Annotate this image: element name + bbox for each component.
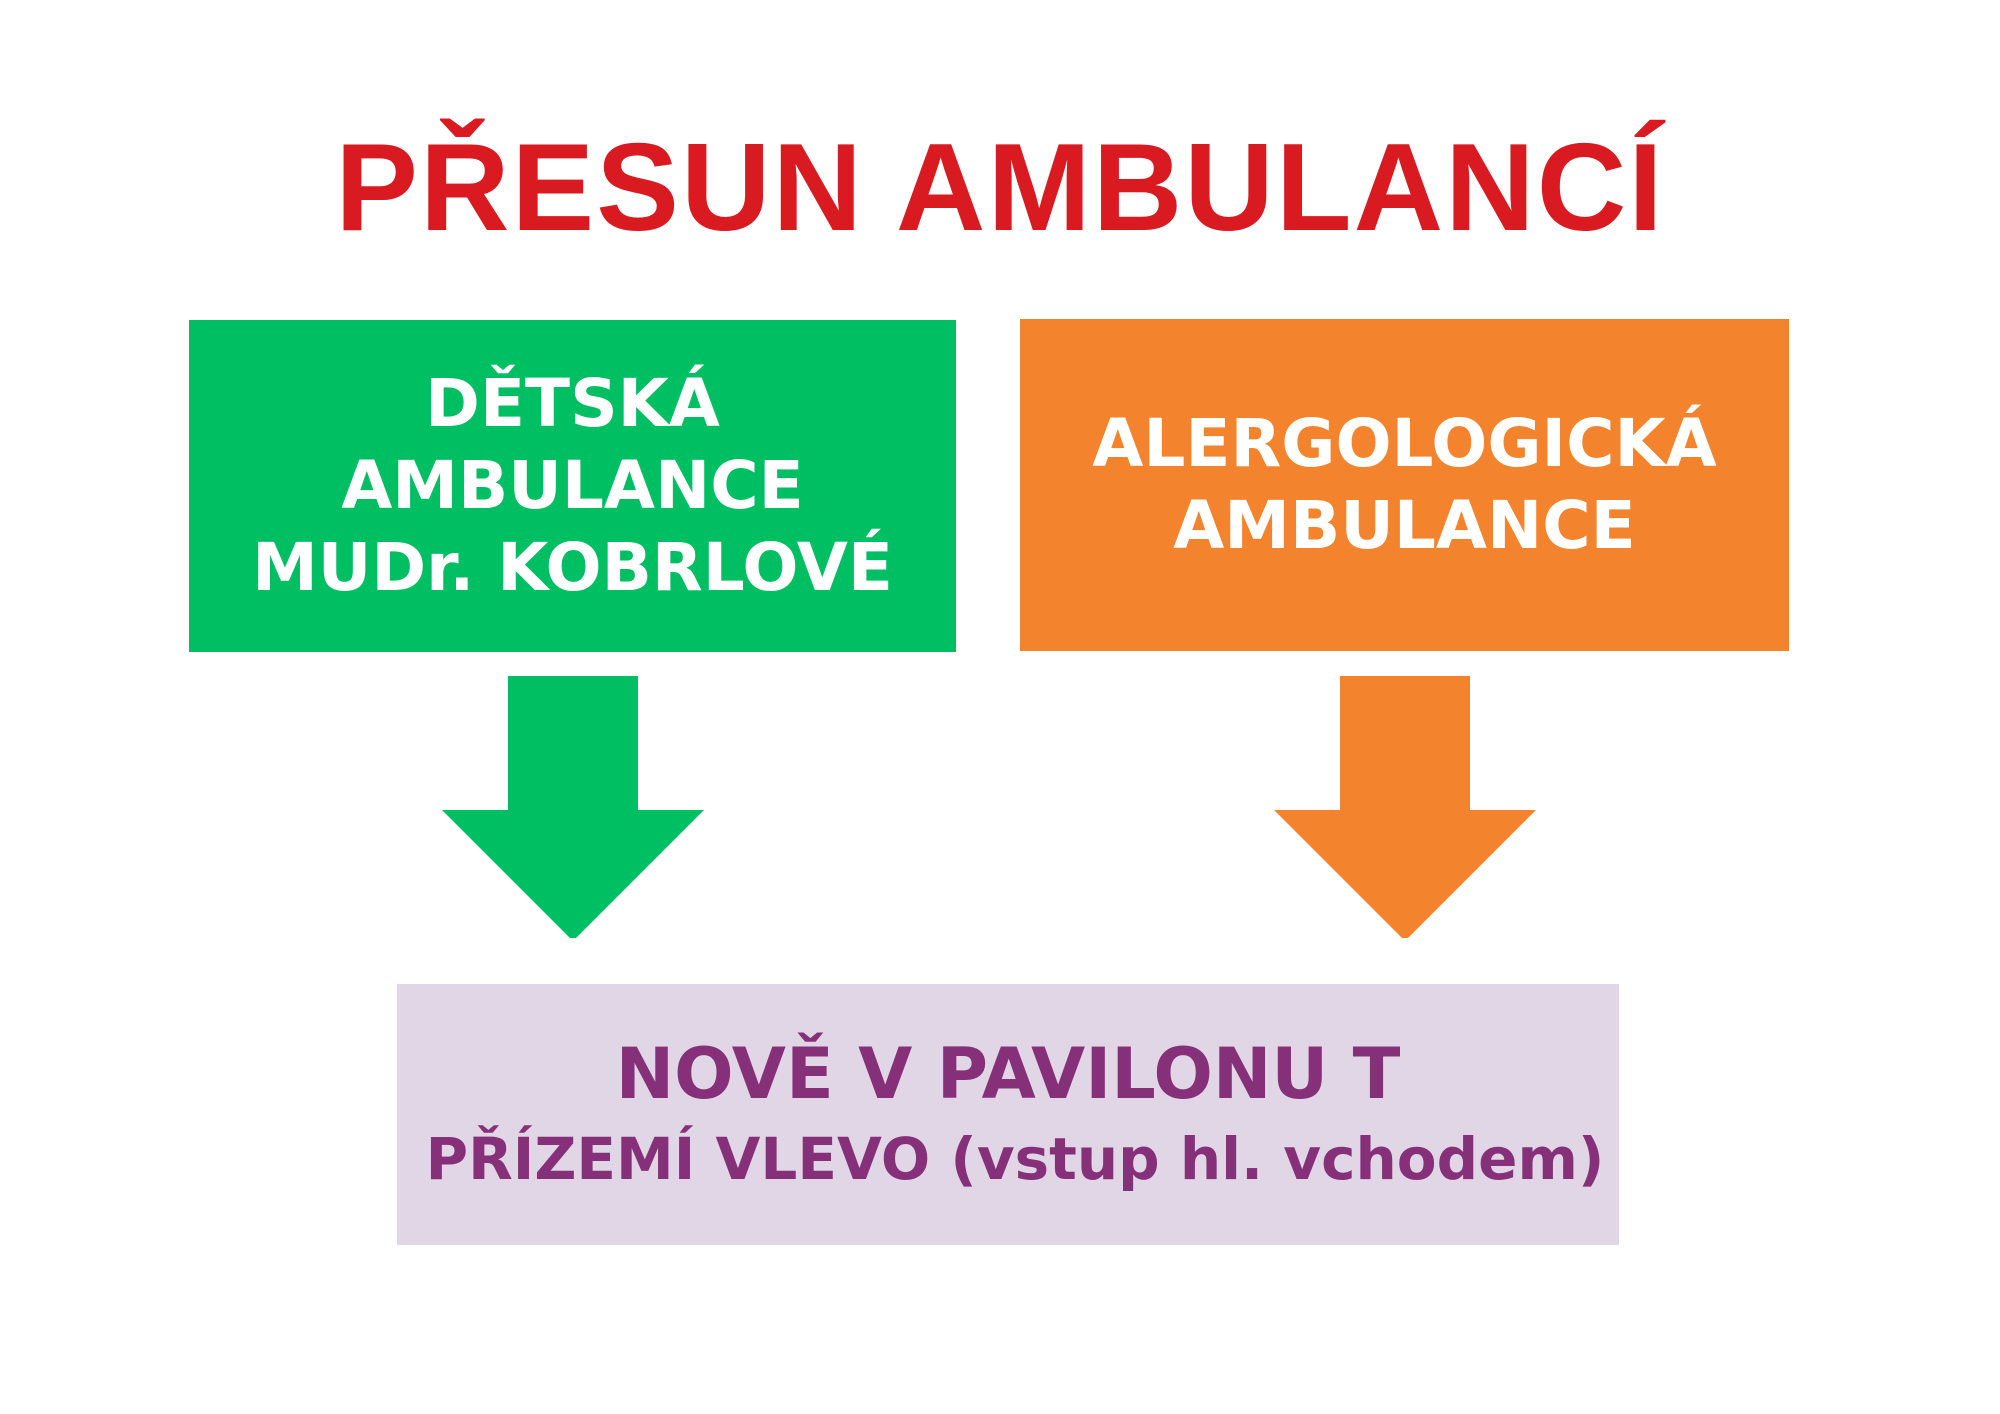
pediatric-box-line-2: AMBULANCE bbox=[341, 447, 804, 524]
new-location-box: NOVĚ V PAVILONU T PŘÍZEMÍ VLEVO (vstup h… bbox=[397, 984, 1619, 1245]
pediatric-box-line-1: DĚTSKÁ bbox=[425, 365, 720, 442]
pediatric-ambulance-box: DĚTSKÁ AMBULANCE MUDr. KOBRLOVÉ bbox=[189, 320, 956, 652]
allergology-ambulance-box: ALERGOLOGICKÁ AMBULANCE bbox=[1020, 319, 1789, 651]
down-arrow-icon bbox=[1274, 676, 1536, 938]
green-arrow-shape bbox=[442, 676, 704, 938]
new-location-heading: NOVĚ V PAVILONU T bbox=[615, 1032, 1401, 1115]
allergology-box-line-2: AMBULANCE bbox=[1173, 487, 1636, 564]
new-location-detail: PŘÍZEMÍ VLEVO (vstup hl. vchodem) bbox=[425, 1124, 1605, 1193]
orange-arrow-shape bbox=[1274, 676, 1536, 938]
down-arrow-icon bbox=[442, 676, 704, 938]
allergology-box-line-1: ALERGOLOGICKÁ bbox=[1092, 405, 1717, 482]
page-title: PŘESUN AMBULANCÍ bbox=[335, 119, 1665, 257]
pediatric-box-line-3: MUDr. KOBRLOVÉ bbox=[252, 529, 893, 606]
